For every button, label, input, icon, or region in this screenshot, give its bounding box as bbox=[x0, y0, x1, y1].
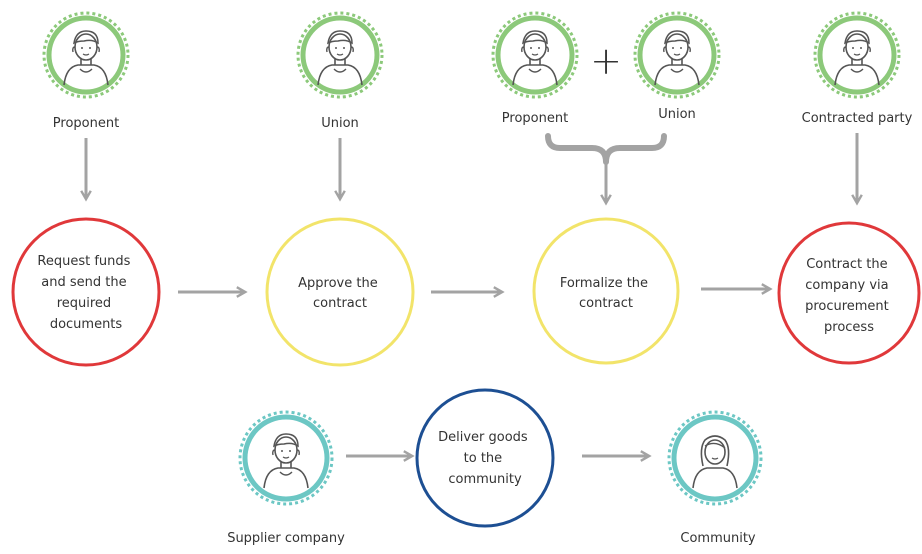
actor-label: Union bbox=[658, 107, 696, 122]
step-approve-contract: Approve the contract bbox=[265, 217, 415, 367]
step-label: Formalize the contract bbox=[560, 276, 652, 311]
plus-sign: + bbox=[590, 39, 622, 83]
step-label: Deliver goods to the community bbox=[438, 430, 532, 487]
step-label: Request funds and send the required docu… bbox=[37, 254, 134, 332]
actor-proponent-1: Proponent bbox=[42, 11, 130, 131]
actor-label: Union bbox=[321, 116, 359, 131]
step-label: Approve the contract bbox=[298, 276, 382, 311]
step-formalize-contract: Formalize the contract bbox=[532, 217, 680, 365]
actor-union-1: Union bbox=[296, 11, 384, 131]
actor-label: Proponent bbox=[502, 111, 568, 126]
actor-label: Community bbox=[680, 531, 756, 546]
brace-connector bbox=[545, 133, 667, 165]
actor-union-2: Union bbox=[633, 11, 721, 122]
step-label: Contract the company via procurement pro… bbox=[805, 257, 893, 335]
actor-supplier-company: Supplier company bbox=[227, 410, 345, 546]
actor-label: Supplier company bbox=[227, 531, 345, 546]
actor-proponent-2: Proponent bbox=[491, 11, 579, 126]
actor-contracted-party: Contracted party bbox=[802, 11, 913, 126]
actor-label: Contracted party bbox=[802, 111, 913, 126]
actor-label: Proponent bbox=[53, 116, 119, 131]
step-deliver-goods: Deliver goods to the community bbox=[415, 388, 555, 528]
step-request-funds: Request funds and send the required docu… bbox=[11, 217, 161, 367]
actor-community: Community bbox=[667, 410, 763, 546]
step-contract-company: Contract the company via procurement pro… bbox=[777, 221, 921, 365]
